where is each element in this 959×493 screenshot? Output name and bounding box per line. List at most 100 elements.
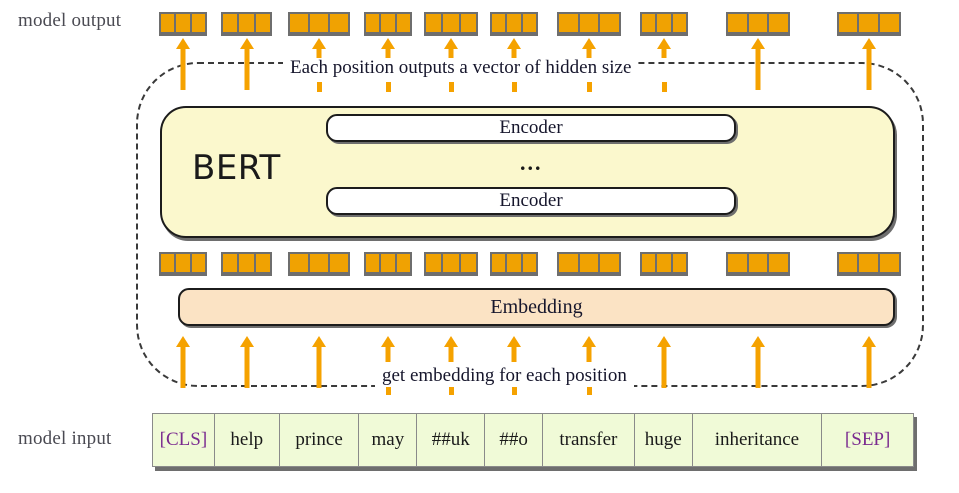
token-cell-3[interactable]: may (359, 414, 418, 466)
arrow-shaft (661, 345, 667, 388)
token-text: may (371, 429, 405, 450)
vector-cell (191, 14, 206, 32)
arrow-head (657, 38, 671, 49)
vector-cell (239, 14, 256, 32)
arrow-head (582, 38, 596, 49)
token-cell-4[interactable]: ##uk (417, 414, 486, 466)
model-output-label: model output (18, 10, 122, 31)
output-arrow-stub-7 (661, 82, 667, 92)
encoder-stack-ellipsis: ... (520, 150, 543, 175)
embedding-vector-5 (490, 252, 538, 274)
token-text: inheritance (714, 429, 800, 450)
embedding-vector-8 (726, 252, 790, 274)
arrow-shaft (385, 345, 391, 362)
arrow-head (861, 38, 876, 49)
arrow-shaft (511, 47, 517, 58)
vector-cell (396, 14, 410, 32)
vector-cell (239, 254, 256, 272)
input-arrow-stub-3 (385, 385, 391, 395)
output-vector-2 (287, 12, 351, 34)
top-annotation: Each position outputs a vector of hidden… (283, 57, 639, 79)
input-arrow-stub-6 (586, 385, 592, 395)
vector-cell (672, 14, 686, 32)
arrow-head (312, 38, 326, 49)
vector-cell (381, 254, 397, 272)
token-text: transfer (559, 429, 618, 450)
vector-cell (559, 14, 580, 32)
token-cell-2[interactable]: prince (280, 414, 360, 466)
arrow-shaft (661, 47, 667, 58)
vector-cell (507, 254, 523, 272)
arrow-head (381, 336, 395, 347)
arrow-head (312, 336, 326, 347)
vector-cell (507, 14, 523, 32)
vector-cell (642, 254, 658, 272)
vector-cell (748, 14, 770, 32)
arrow-shaft (180, 345, 186, 388)
output-vector-3 (364, 12, 412, 34)
output-vector-9 (836, 12, 901, 34)
vector-cell (492, 254, 508, 272)
arrow-shaft (511, 345, 517, 362)
token-text: ##uk (431, 429, 470, 450)
arrow-shaft (448, 345, 454, 362)
token-cell-7[interactable]: huge (635, 414, 693, 466)
vector-cell (748, 254, 770, 272)
arrow-head (861, 336, 876, 347)
arrow-shaft (316, 345, 322, 388)
vector-cell (492, 14, 508, 32)
output-vector-0 (158, 12, 208, 34)
token-cell-1[interactable]: help (215, 414, 280, 466)
vector-cell (838, 254, 860, 272)
arrow-head (657, 336, 671, 347)
embedding-vector-4 (424, 252, 478, 274)
vector-cell (366, 254, 382, 272)
output-arrow-stub-4 (448, 82, 454, 92)
vector-cell (460, 254, 476, 272)
vector-cell (559, 254, 580, 272)
arrow-head (239, 38, 254, 49)
vector-cell (769, 14, 789, 32)
vector-cell (366, 14, 382, 32)
embedding-vector-0 (158, 252, 208, 274)
output-arrow-stub-2 (316, 82, 322, 92)
vector-cell (579, 254, 601, 272)
arrow-shaft (244, 345, 249, 388)
arrow-head (507, 38, 521, 49)
arrow-shaft (448, 47, 454, 58)
output-vector-7 (640, 12, 688, 34)
token-cell-0[interactable]: [CLS] (153, 414, 215, 466)
token-text: [CLS] (159, 429, 208, 450)
vector-cell (160, 254, 177, 272)
arrow-shaft (866, 345, 871, 388)
vector-cell (879, 14, 899, 32)
vector-cell (443, 14, 461, 32)
embedding-vector-6 (557, 252, 621, 274)
token-text: huge (644, 429, 682, 450)
vector-cell (309, 254, 331, 272)
vector-cell (522, 254, 536, 272)
token-text: [SEP] (844, 429, 891, 450)
vector-cell (657, 254, 673, 272)
arrow-head (444, 38, 458, 49)
token-cell-5[interactable]: ##o (485, 414, 543, 466)
encoder-top: Encoder (326, 114, 736, 142)
arrow-shaft (586, 345, 592, 362)
vector-cell (522, 14, 536, 32)
output-arrow-stub-3 (385, 82, 391, 92)
token-cell-9[interactable]: [SEP] (822, 414, 913, 466)
arrow-head (176, 38, 190, 49)
embedding-vector-3 (364, 252, 412, 274)
token-cell-6[interactable]: transfer (543, 414, 635, 466)
vector-cell (879, 254, 899, 272)
vector-cell (223, 254, 240, 272)
vector-cell (579, 14, 601, 32)
bert-title: BERT (192, 148, 281, 188)
token-cell-8[interactable]: inheritance (693, 414, 823, 466)
encoder-bottom: Encoder (326, 187, 736, 215)
embedding-vector-9 (836, 252, 901, 274)
vector-cell (728, 254, 749, 272)
vector-cell (728, 14, 749, 32)
